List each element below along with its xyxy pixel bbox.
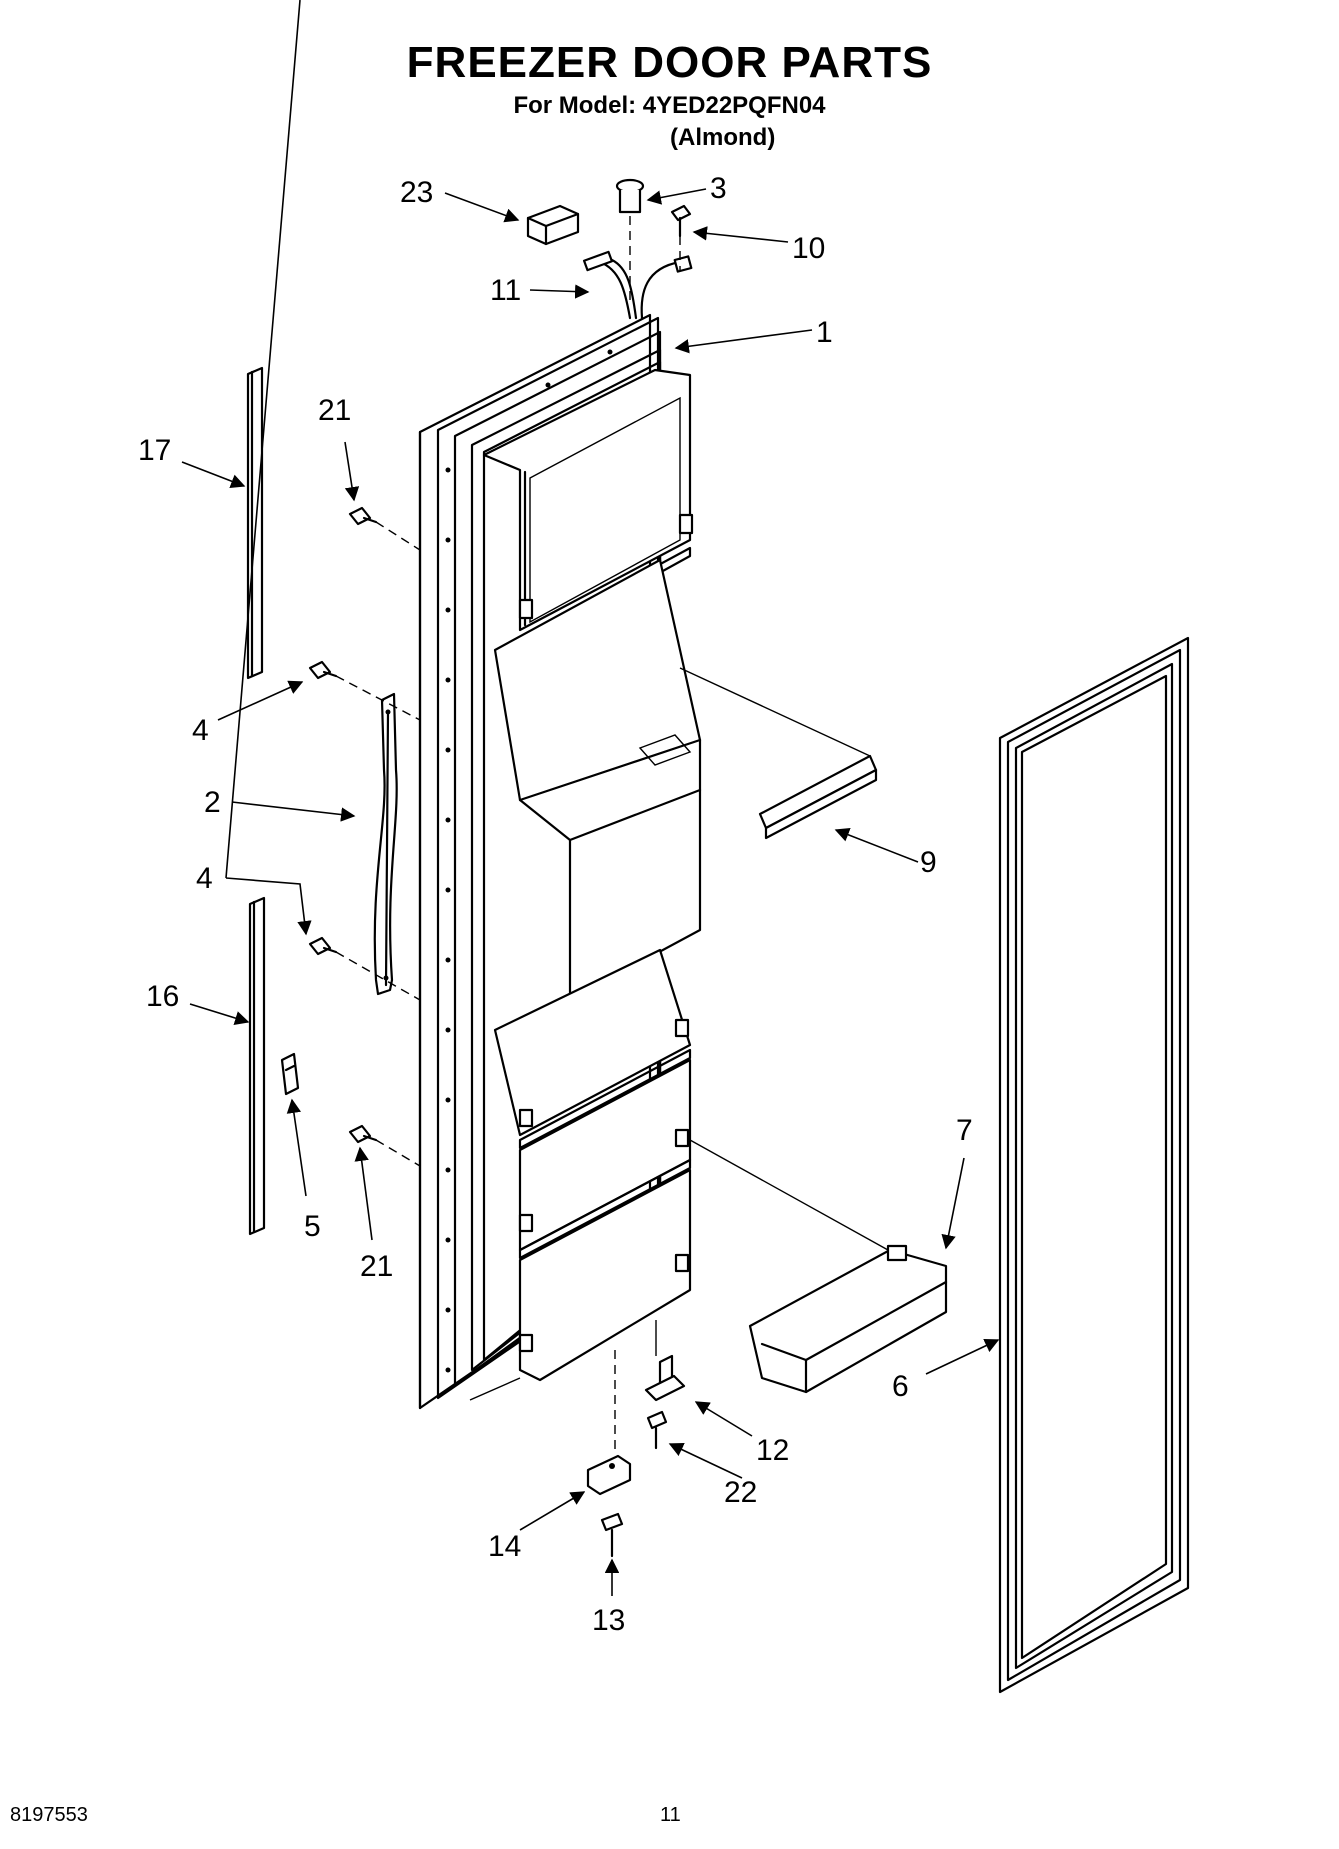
callout-3: 3	[710, 172, 727, 205]
callout-21-bottom: 21	[360, 1250, 393, 1283]
door-hole-dots	[445, 349, 613, 1373]
dashed-line-21b	[375, 1139, 421, 1167]
wiring-harness	[582, 250, 693, 320]
freezer-door	[418, 313, 702, 1410]
callout-4-top: 4	[192, 714, 209, 747]
hinge-14	[586, 1454, 632, 1496]
callout-6: 6	[892, 1370, 909, 1403]
part-3-light-socket	[615, 178, 645, 214]
callout-11: 11	[490, 274, 521, 307]
callout-7: 7	[956, 1114, 973, 1147]
guide-line-9	[679, 667, 871, 757]
document-number: 8197553	[10, 1804, 88, 1826]
door-gasket-6	[998, 636, 1190, 1694]
part-23-switch	[526, 204, 580, 246]
callout-4-bottom: 4	[196, 862, 213, 895]
screw-13	[600, 1512, 624, 1558]
callout-10: 10	[792, 232, 825, 265]
shelf-bar-9	[758, 754, 878, 840]
dashed-line-21a	[375, 521, 421, 551]
callout-21-top: 21	[318, 394, 351, 427]
door-bin-7	[748, 1244, 948, 1394]
hinge-12	[644, 1354, 686, 1402]
page-title: FREEZER DOOR PARTS	[406, 38, 933, 87]
screw-21-top	[348, 506, 378, 526]
screw-4-bottom	[308, 936, 338, 956]
trim-strip-17	[246, 366, 264, 680]
callout-12: 12	[756, 1434, 789, 1467]
model-line: For Model: 4YED22PQFN04	[513, 92, 826, 119]
callout-23: 23	[400, 176, 433, 209]
dashed-line-4b	[335, 951, 421, 1001]
handle-2	[373, 692, 398, 996]
callout-9: 9	[920, 846, 937, 879]
callout-14: 14	[488, 1530, 521, 1563]
screw-21-bottom	[348, 1124, 378, 1144]
guide-line-7	[689, 1139, 889, 1251]
callout-22: 22	[724, 1476, 757, 1509]
part-10-screw	[670, 204, 692, 238]
callout-2: 2	[204, 786, 221, 819]
trim-strip-16	[248, 896, 266, 1236]
dashed-line-4a	[335, 675, 421, 721]
callout-labels: 23 3 10 11 1 21 17 4 2 4 16 5 21 9 7 6 1…	[138, 172, 973, 1637]
clip-5	[280, 1052, 300, 1096]
callout-13: 13	[592, 1604, 625, 1637]
color-note: (Almond)	[670, 124, 776, 151]
leader-lines	[181, 0, 1000, 1596]
callout-17: 17	[138, 434, 171, 467]
callout-1: 1	[816, 316, 833, 349]
page-number: 11	[660, 1804, 681, 1826]
callout-16: 16	[146, 980, 179, 1013]
screw-22	[646, 1410, 668, 1450]
screw-4-top	[308, 660, 338, 680]
callout-5: 5	[304, 1210, 321, 1243]
